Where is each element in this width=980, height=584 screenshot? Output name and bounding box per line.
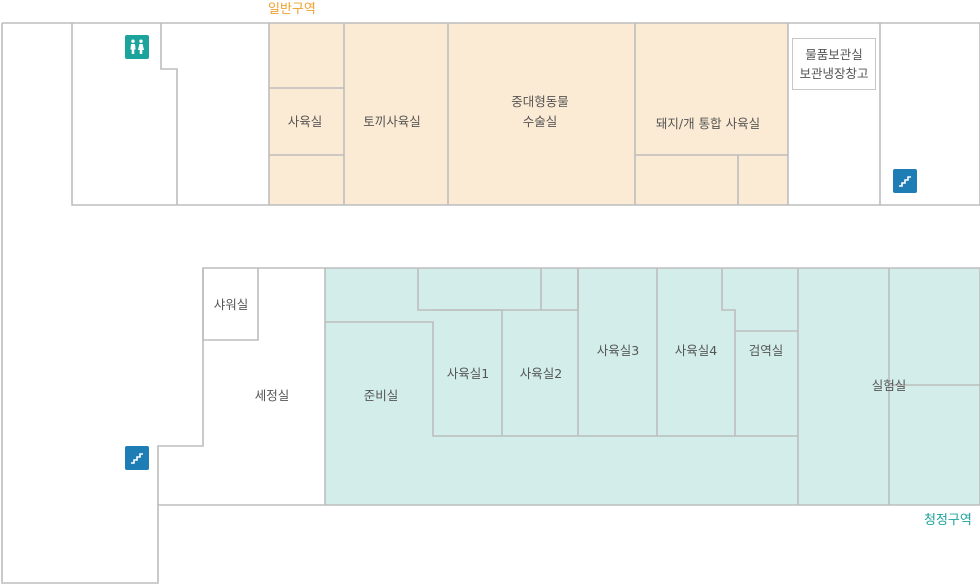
stairs-icon-glyph <box>899 176 911 187</box>
general-zone-label: 일반구역 <box>268 2 316 17</box>
room-quarantine: 검역실 <box>748 343 784 358</box>
room-rabbit: 토끼사육실 <box>363 114 421 129</box>
restroom-icon <box>125 35 149 59</box>
wall-shower <box>202 268 259 341</box>
room-breeding-4: 사육실4 <box>674 343 718 358</box>
clean-zone-label: 청정구역 <box>924 513 972 528</box>
stairs-icon <box>125 446 149 470</box>
room-breeding-2: 사육실2 <box>519 366 563 381</box>
wall-restroom <box>160 23 178 205</box>
clean-zone-rooms <box>325 268 980 505</box>
wall-l <box>325 321 798 437</box>
restroom-icon-glyph <box>130 39 144 54</box>
room-storage-cold: 물품보관실 보관냉장창고 <box>792 38 876 90</box>
general-zone-rooms <box>269 23 788 205</box>
wall-outer-west-south <box>1 23 980 584</box>
stairs-icon <box>893 169 917 193</box>
room-large-animal-surgery: 중대형동물 수술실 <box>511 94 569 129</box>
room-wash: 세정실 <box>254 388 290 403</box>
general-zone-fill <box>269 23 788 205</box>
clean-zone-fill <box>325 268 980 505</box>
room-breeding-3: 사육실3 <box>596 343 640 358</box>
room-pig-dog: 돼지/개 통합 사육실 <box>655 116 761 131</box>
room-storage-cold-label: 물품보관실 보관냉장창고 <box>799 47 869 81</box>
wall-n <box>433 309 503 436</box>
room-breeding-general: 사육실 <box>287 114 323 129</box>
room-lab: 실험실 <box>871 378 907 393</box>
room-shower: 샤워실 <box>213 297 249 312</box>
room-prep: 준비실 <box>363 388 399 403</box>
wall-north-block <box>2 22 980 206</box>
wall-r <box>721 268 736 436</box>
room-breeding-1: 사육실1 <box>446 366 490 381</box>
stairs-icon-glyph <box>131 453 143 464</box>
wall-south-block <box>157 267 980 505</box>
walls <box>1 22 980 584</box>
